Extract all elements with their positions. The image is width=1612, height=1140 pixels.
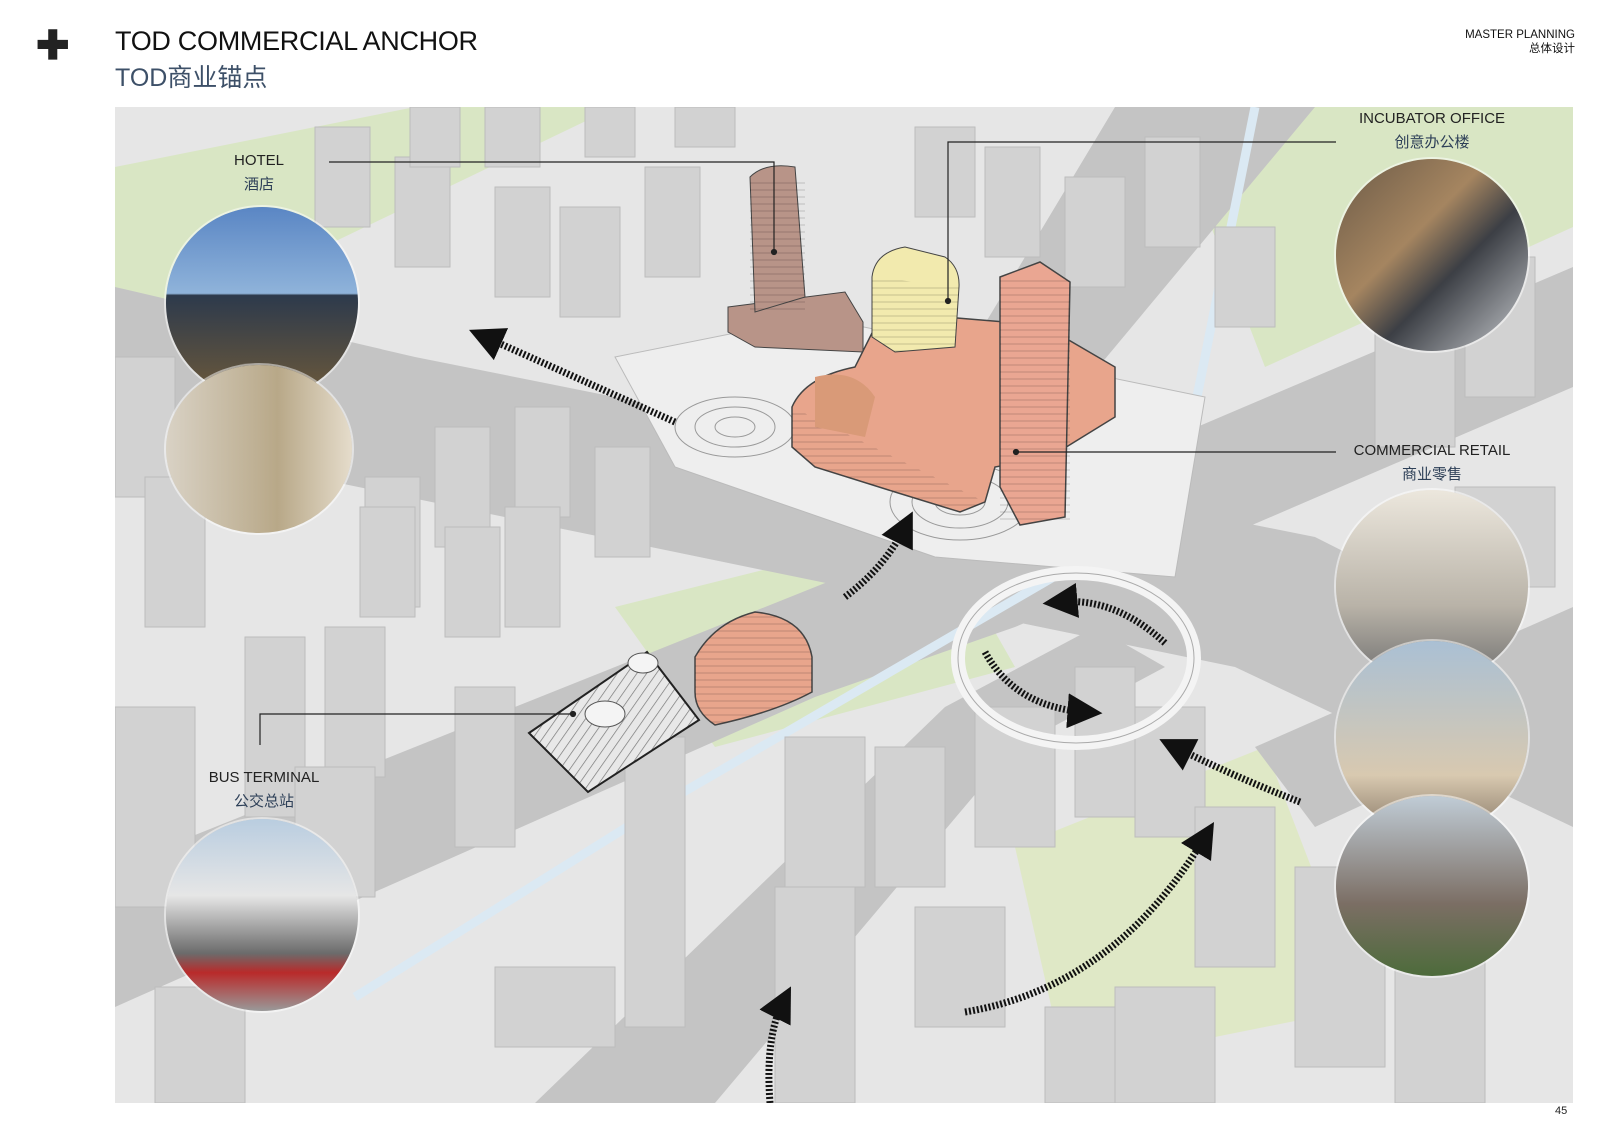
- flow-arrows: [469, 328, 1302, 1103]
- retail-label: COMMERCIAL RETAIL 商业零售: [1354, 442, 1511, 484]
- retail-label-en: COMMERCIAL RETAIL: [1353, 442, 1511, 459]
- incubator-label: INCUBATOR OFFICE 创意办公楼: [1359, 110, 1505, 152]
- retail-mall-photo: [1336, 796, 1528, 976]
- bus-commercial-block: [694, 611, 813, 726]
- bus-terminal-photo: [166, 819, 358, 1011]
- incubator-label-cn: 创意办公楼: [1394, 134, 1470, 151]
- hotel-label-cn: 酒店: [243, 176, 275, 193]
- site-drawing: [115, 107, 1573, 1103]
- section-title: MASTER PLANNING: [1465, 29, 1575, 41]
- page-subtitle: TOD商业锚点: [115, 64, 268, 92]
- bus-label-en: BUS TERMINAL: [208, 769, 320, 786]
- section-label: MASTER PLANNING 总体设计: [1465, 28, 1575, 56]
- section-title-cn: 总体设计: [1529, 43, 1575, 55]
- flow-arrow-to-retail: [842, 511, 913, 600]
- hotel-tower: [727, 165, 864, 353]
- commercial-tower: [999, 261, 1071, 526]
- masterplan-axonometric: HOTEL 酒店 INCUBATOR OFFICE 创意办公楼 COMMERCI…: [115, 107, 1573, 1103]
- retail-label-cn: 商业零售: [1401, 466, 1462, 483]
- flow-arrow-south: [759, 986, 791, 1103]
- flow-arrow-ring-top: [1042, 582, 1168, 646]
- incubator-label-en: INCUBATOR OFFICE: [1358, 110, 1506, 127]
- hotel-label-en: HOTEL: [233, 152, 285, 169]
- bus-terminal-label: BUS TERMINAL 公交总站: [209, 769, 320, 811]
- hotel-label: HOTEL 酒店: [234, 152, 284, 194]
- page-number: 45: [1555, 1105, 1568, 1117]
- bus-label-cn: 公交总站: [233, 793, 294, 810]
- page-title: TOD COMMERCIAL ANCHOR: [115, 26, 478, 56]
- incubator-office-tower: [871, 246, 960, 353]
- flow-arrow-ring-bottom: [981, 650, 1103, 729]
- flow-arrow-east: [1159, 739, 1302, 806]
- hotel-lobby-photo: [166, 365, 352, 533]
- leader-lines: [259, 141, 1336, 745]
- incubator-office-photo: [1336, 159, 1528, 351]
- plus-icon: ✚: [36, 24, 70, 68]
